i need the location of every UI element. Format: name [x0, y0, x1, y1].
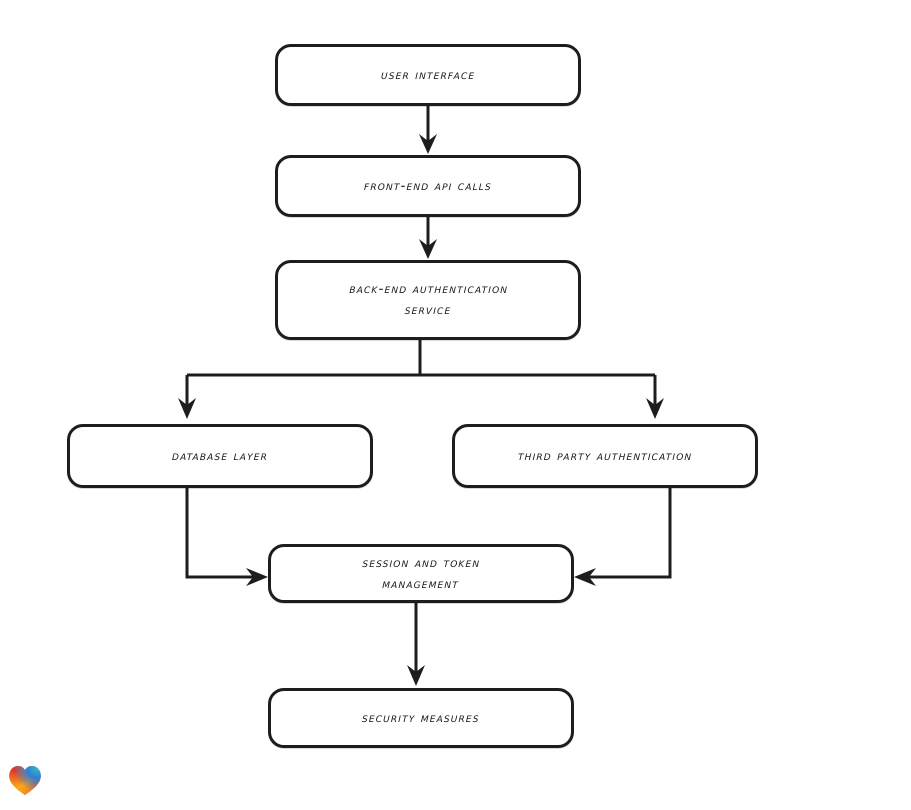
node-third-party-authentication[interactable]: Third Party Authentication: [452, 424, 758, 488]
node-frontend-api-calls-label: Front-End API Calls: [363, 177, 493, 194]
edge-user-interface-to-frontend-api: [419, 106, 437, 154]
edge-database-layer-to-session-token: [185, 488, 268, 586]
edge-session-token-to-security: [407, 603, 425, 686]
node-user-interface-label: User Interface: [380, 66, 476, 83]
edge-frontend-api-to-backend-auth: [419, 217, 437, 259]
node-database-layer[interactable]: Database Layer: [67, 424, 373, 488]
node-backend-authentication-service-label: Back-End Authentication Service: [348, 281, 509, 318]
node-third-party-authentication-label: Third Party Authentication: [517, 447, 693, 464]
node-session-and-token-management-label: Session and Token Management: [362, 554, 481, 592]
node-security-measures-label: Security Measures: [361, 709, 481, 726]
heart-logo-icon: [9, 766, 41, 796]
node-user-interface[interactable]: User Interface: [275, 44, 581, 106]
node-backend-authentication-service[interactable]: Back-End Authentication Service: [275, 260, 581, 340]
edge-backend-auth-split: [178, 340, 664, 419]
node-security-measures[interactable]: Security Measures: [268, 688, 574, 748]
edge-third-party-auth-to-session-token: [574, 488, 672, 586]
node-frontend-api-calls[interactable]: Front-End API Calls: [275, 155, 581, 217]
node-session-and-token-management[interactable]: Session and Token Management: [268, 544, 574, 603]
node-database-layer-label: Database Layer: [171, 447, 269, 464]
